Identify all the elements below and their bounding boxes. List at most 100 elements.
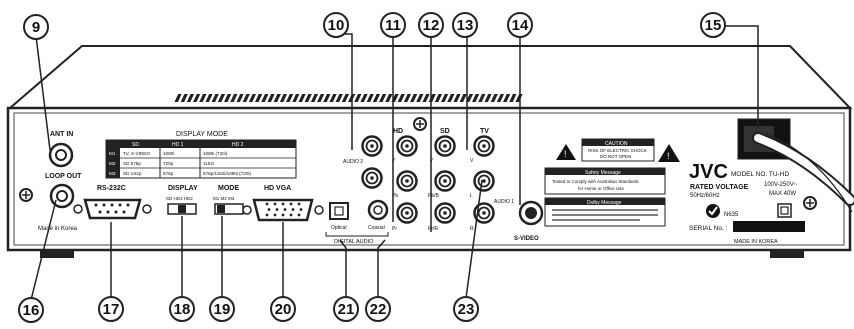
foot-left — [40, 250, 74, 258]
digital-audio-label: DIGITAL AUDIO — [334, 239, 374, 245]
n-code: N635 — [724, 212, 739, 218]
callout-23: 23 — [453, 296, 479, 322]
hd-pr-jack-label: Pr — [392, 226, 397, 232]
display-table-cell: 1152i — [203, 161, 214, 166]
double-insulation-icon — [777, 203, 792, 218]
callout-21: 21 — [333, 296, 359, 322]
caution-title: CAUTION — [605, 141, 628, 147]
sd-label: SD — [440, 128, 450, 135]
sd-pr-jack[interactable] — [434, 202, 456, 224]
mode-switch-label: MODE — [218, 185, 239, 192]
tv-video-jack[interactable] — [473, 135, 495, 157]
display-table-cell: SD 576p — [123, 161, 141, 166]
hd-vga-port[interactable] — [242, 198, 324, 222]
callout-19: 19 — [209, 296, 235, 322]
display-table-cell: M3 — [109, 171, 116, 176]
callout-17: 17 — [98, 296, 124, 322]
loop-out-label: LOOP OUT — [45, 173, 82, 180]
sd-y-jack-label: Y — [430, 158, 434, 164]
model-no: MODEL NO. TU-HD — [731, 171, 789, 178]
display-table-cell: M2 — [109, 161, 116, 166]
audio2-left-jack[interactable] — [361, 135, 383, 157]
made-in-korea-left: Made in Korea — [38, 226, 78, 232]
audio1-right-jack[interactable] — [473, 202, 495, 224]
dolby-title: Dolby Message — [587, 200, 622, 206]
audio1-left-jack-label: L — [470, 193, 473, 199]
hd-label: HD — [393, 128, 403, 135]
caution-line1: RISK OF ELECTRIC SHOCK — [588, 148, 647, 153]
s-video-label: S-VIDEO — [514, 236, 539, 242]
sd-pb-jack-label: Pb/B — [428, 193, 440, 199]
vent-slots — [174, 94, 523, 102]
hd-pb-jack-label: Pb — [392, 193, 398, 199]
display-table-cell: 1080i — [163, 151, 174, 156]
svg-text:!: ! — [564, 149, 567, 159]
mode-switch[interactable] — [214, 203, 244, 215]
hd-pr-jack[interactable] — [396, 202, 418, 224]
jvc-logo: JVC — [689, 161, 728, 183]
rated-voltage: RATED VOLTAGE — [690, 184, 749, 191]
ant-in-label: ANT IN — [50, 131, 73, 138]
coaxial-label: Coaxial — [368, 225, 385, 231]
audio1-label: AUDIO 1 — [494, 199, 514, 205]
callout-18: 18 — [169, 296, 195, 322]
caution-box — [581, 138, 655, 162]
display-switch[interactable] — [167, 203, 197, 215]
display-table-cell: SD 1S2p — [123, 171, 142, 176]
display-table-cell: TV, S-VIDEO — [123, 151, 150, 156]
volts: 100V-250V~ — [764, 182, 798, 188]
back-panel — [6, 106, 852, 252]
display-switch-options: SD HD1 HD2 — [166, 196, 193, 201]
max-watts: MAX 40W — [769, 191, 796, 197]
display-table-cell: M1 — [109, 151, 116, 156]
hd-y-jack[interactable] — [396, 135, 418, 157]
rs232c-label: RS-232C — [97, 185, 126, 192]
callout-22: 22 — [365, 296, 391, 322]
dolby-box — [544, 197, 666, 227]
back-panel-inner — [13, 112, 845, 246]
display-switch-label: DISPLAY — [168, 185, 198, 192]
safety-line2: for Home or Office Use — [578, 186, 624, 191]
callout-13: 13 — [452, 12, 478, 38]
display-table-header: SD — [132, 142, 139, 148]
display-mode-title: DISPLAY MODE — [176, 131, 228, 138]
display-table-header: HD 2 — [232, 142, 244, 148]
sd-pb-jack[interactable] — [434, 170, 456, 192]
hd-pb-jack[interactable] — [396, 170, 418, 192]
optical-label: Optical — [331, 225, 347, 231]
serial-box — [733, 221, 805, 232]
display-table-cell: 720p — [163, 161, 174, 166]
audio2-label: AUDIO 2 — [343, 159, 363, 165]
tv-video-jack-label: V — [470, 158, 474, 164]
serial-label: SERIAL No. : — [689, 225, 728, 232]
sd-component-jacks: Y Pb/B Pr/R — [428, 135, 456, 232]
display-table-header: HD 1 — [172, 142, 184, 148]
callout-11: 11 — [380, 12, 406, 38]
svg-text:!: ! — [667, 151, 670, 161]
callout-9: 9 — [23, 14, 49, 40]
safety-line1: Tested to Comply with Australian Standar… — [552, 179, 640, 184]
optical-port[interactable] — [329, 202, 349, 220]
sd-y-jack[interactable] — [434, 135, 456, 157]
power-cord-edge — [765, 132, 853, 213]
sd-pr-jack-label: Pr/R — [428, 226, 438, 232]
s-video-jack[interactable] — [518, 200, 544, 226]
caution-line2: DO NOT OPEN — [600, 154, 631, 159]
rs232c-port[interactable] — [73, 198, 152, 220]
audio2-right-jack[interactable] — [361, 167, 383, 189]
coaxial-jack[interactable] — [367, 199, 389, 221]
callout-20: 20 — [270, 296, 296, 322]
hd-y-jack-label: Y — [392, 158, 396, 164]
ant-in-jack[interactable] — [48, 142, 74, 168]
warning-triangle-right: ! — [658, 144, 680, 162]
safety-box — [544, 167, 666, 195]
screw-right — [803, 196, 817, 210]
display-table-cell: 576p — [163, 171, 174, 176]
callout-14: 14 — [507, 12, 533, 38]
loop-out-jack[interactable] — [49, 183, 75, 209]
audio2-jacks — [361, 135, 383, 189]
audio1-right-jack-label: R — [470, 226, 474, 232]
audio1-left-jack[interactable] — [473, 170, 495, 192]
callout-12: 12 — [418, 12, 444, 38]
